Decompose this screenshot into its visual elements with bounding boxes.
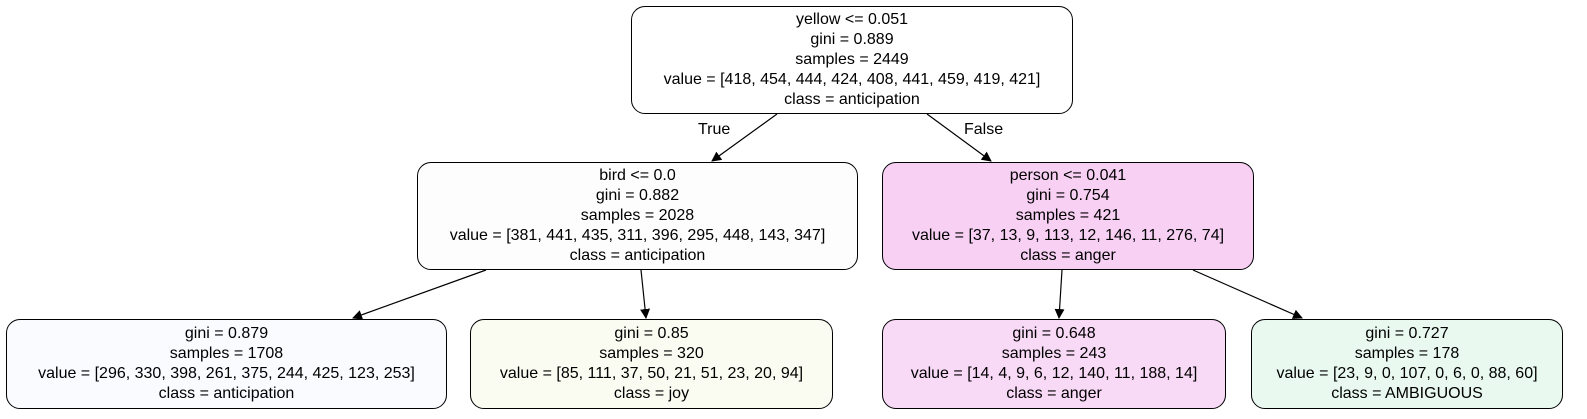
node-samples-text: samples = 320 [599, 345, 704, 362]
node-gini-text: gini = 0.727 [1365, 325, 1449, 342]
node-samples-text: samples = 1708 [169, 345, 284, 362]
node-gini-text: gini = 0.85 [614, 325, 689, 342]
node-samples-text: samples = 421 [1015, 207, 1121, 224]
node-value-text: value = [85, 111, 37, 50, 21, 51, 23, 20… [499, 365, 804, 382]
node-value-text: value = [23, 9, 0, 107, 0, 6, 0, 88, 60] [1276, 365, 1538, 382]
node-class-text: class = anticipation [784, 91, 920, 108]
tree-node-right-left: gini = 0.648 samples = 243 value = [14, 4,… [882, 319, 1226, 409]
edge-left-to-left-right [640, 269, 651, 319]
tree-node-right-right: gini = 0.727 samples = 178 value = [23, 9,… [1251, 319, 1563, 409]
node-value-text: value = [296, 330, 398, 261, 375, 244, 4… [38, 365, 415, 382]
node-class-text: class = AMBIGUOUS [1331, 385, 1483, 402]
edge-right-to-right-right [1192, 269, 1303, 319]
node-class-text: class = anticipation [158, 385, 295, 402]
node-samples-text: samples = 2449 [795, 51, 909, 68]
edge-right-to-right-left [1054, 269, 1065, 319]
node-gini-text: gini = 0.648 [1012, 325, 1096, 342]
node-gini-text: gini = 0.882 [595, 187, 680, 204]
node-class-text: class = joy [613, 385, 690, 402]
node-split-text: yellow <= 0.051 [795, 11, 909, 28]
node-split-text: person <= 0.041 [1009, 167, 1127, 184]
node-samples-text: samples = 178 [1354, 345, 1460, 362]
node-gini-text: gini = 0.754 [1026, 187, 1110, 204]
node-class-text: class = anger [1020, 247, 1116, 264]
node-value-text: value = [14, 4, 9, 6, 12, 140, 11, 188, … [910, 365, 1198, 382]
edge-left-to-left-left [352, 269, 487, 320]
tree-node-right: person <= 0.041 gini = 0.754 samples = 421… [882, 162, 1254, 270]
edge-root-to-left [711, 113, 778, 162]
edge-label-false: False [964, 121, 1004, 138]
node-gini-text: gini = 0.889 [810, 31, 894, 48]
node-gini-text: gini = 0.879 [184, 325, 269, 342]
node-samples-text: samples = 243 [1001, 345, 1107, 362]
node-split-text: bird <= 0.0 [599, 167, 676, 184]
tree-node-left-left: gini = 0.879 samples = 1708 value = [296, … [6, 319, 447, 409]
node-class-text: class = anticipation [569, 247, 706, 264]
tree-node-left-right: gini = 0.85 samples = 320 value = [85, 111… [470, 319, 833, 409]
node-value-text: value = [418, 454, 444, 424, 408, 441, 4… [663, 71, 1041, 88]
node-samples-text: samples = 2028 [580, 207, 695, 224]
edge-label-true: True [698, 121, 731, 138]
tree-node-root: yellow <= 0.051 gini = 0.889 samples = 244… [631, 6, 1073, 114]
node-value-text: value = [381, 441, 435, 311, 396, 295, 4… [449, 227, 826, 244]
edge-root-to-right [926, 113, 992, 162]
node-value-text: value = [37, 13, 9, 113, 12, 146, 11, 27… [911, 227, 1225, 244]
node-class-text: class = anger [1006, 385, 1102, 402]
tree-node-left: bird <= 0.0 gini = 0.882 samples = 2028 val… [417, 162, 858, 270]
